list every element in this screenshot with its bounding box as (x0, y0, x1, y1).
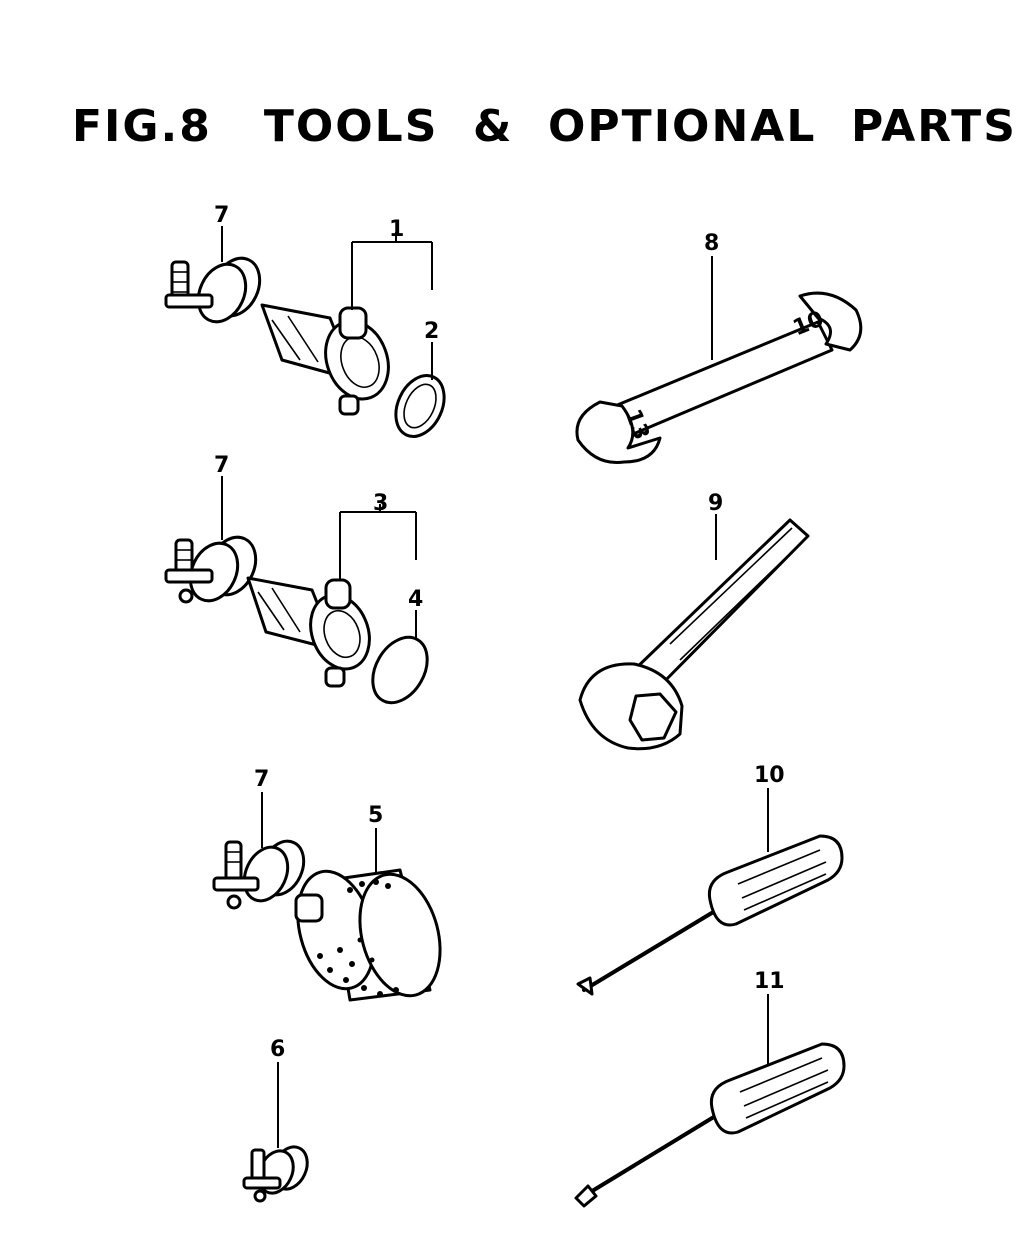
wrench-8: 10 13 (575, 291, 863, 465)
hose-clamp-7-top (164, 256, 262, 324)
callout-leaders (221, 226, 769, 1148)
callout-7-middle: 7 (214, 453, 229, 478)
callout-1: 1 (389, 217, 404, 242)
o-ring-4 (371, 635, 429, 705)
callout-10: 10 (754, 763, 785, 788)
callout-7-bottom: 7 (254, 767, 269, 792)
callout-2: 2 (424, 319, 439, 344)
callout-6: 6 (270, 1037, 285, 1062)
fuel-filter-5 (294, 868, 442, 1002)
fuel-hose-joint-3 (246, 576, 371, 688)
hose-clamp-6 (242, 1145, 309, 1203)
callout-3: 3 (373, 491, 388, 516)
fuel-hose-joint-1 (260, 303, 390, 416)
hose-clamp-7-middle (164, 535, 258, 604)
callout-8: 8 (704, 231, 719, 256)
hose-clamp-7-bottom (212, 839, 306, 910)
callout-11: 11 (754, 969, 785, 994)
callout-numbers: 7 1 2 7 3 4 7 5 6 8 9 10 11 (214, 203, 785, 1062)
plug-wrench-9 (578, 518, 810, 751)
washer-2 (394, 374, 446, 438)
callout-4: 4 (408, 587, 423, 612)
filter-mesh-texture (317, 879, 399, 997)
screwdriver-11 (574, 1042, 846, 1208)
callout-5: 5 (368, 803, 383, 828)
callout-9: 9 (708, 491, 723, 516)
figure-title: FIG.8 TOOLS & OPTIONAL PARTS (72, 101, 1017, 152)
screwdriver-10 (576, 834, 844, 996)
callout-7-top: 7 (214, 203, 229, 228)
